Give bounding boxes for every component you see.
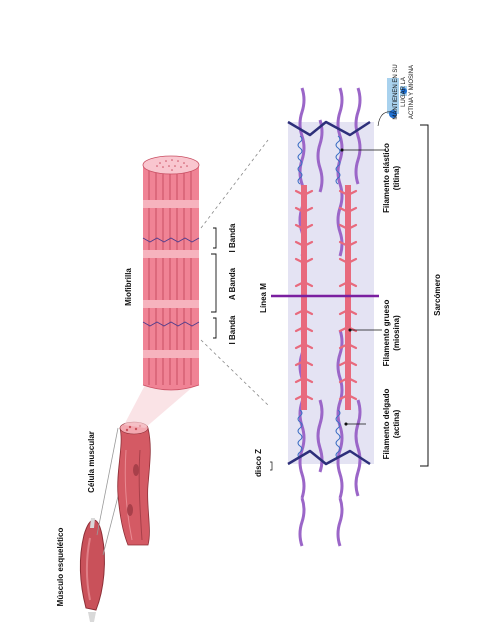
note-line-2: LUGAR LA — [401, 77, 407, 107]
z-discs — [287, 120, 371, 466]
skeletal-muscle-illustration — [79, 518, 105, 622]
label-a-banda: A Banda — [228, 267, 237, 300]
label-sarcomero: Sarcómero — [433, 274, 442, 316]
label-musculo: Músculo esquelético — [56, 528, 65, 607]
label-i-banda-bottom: I Banda — [228, 315, 237, 344]
myofibril-illustration — [142, 155, 200, 391]
note-line-3: ACTINA Y MIOSINA — [409, 65, 415, 119]
label-disco-z: disco Z — [254, 449, 263, 477]
label-actina: (actina) — [392, 409, 401, 438]
muscle-cell-illustration — [117, 421, 151, 546]
note-line-1: MANTIENEN EN SU — [393, 64, 399, 119]
zoom-connector-sarcomere — [200, 139, 269, 406]
label-linea-m: Línea M — [259, 283, 268, 313]
note-highlight — [387, 78, 399, 114]
label-i-banda-top: I Banda — [228, 223, 237, 252]
annotation-pointers — [270, 148, 386, 471]
label-filamento-grueso: Filamento grueso — [382, 300, 391, 367]
note-dot-icon-small — [401, 88, 407, 94]
label-filamento-elastico: Filamento elástico — [382, 143, 391, 213]
label-titina: (titina) — [392, 165, 401, 190]
label-filamento-delgado: Filamento delgado — [382, 389, 391, 460]
label-miosina: (miosina) — [392, 315, 401, 351]
label-miofibrilla: Miofibrilla — [124, 268, 133, 306]
band-brackets — [211, 227, 217, 339]
sarcomere-bracket — [420, 124, 429, 467]
label-celula: Célula muscular — [87, 431, 96, 493]
sarcomere-illustration — [271, 87, 379, 547]
zoom-connector-cell — [124, 385, 195, 428]
myosin-filaments — [294, 185, 358, 410]
note-curve — [377, 111, 393, 127]
